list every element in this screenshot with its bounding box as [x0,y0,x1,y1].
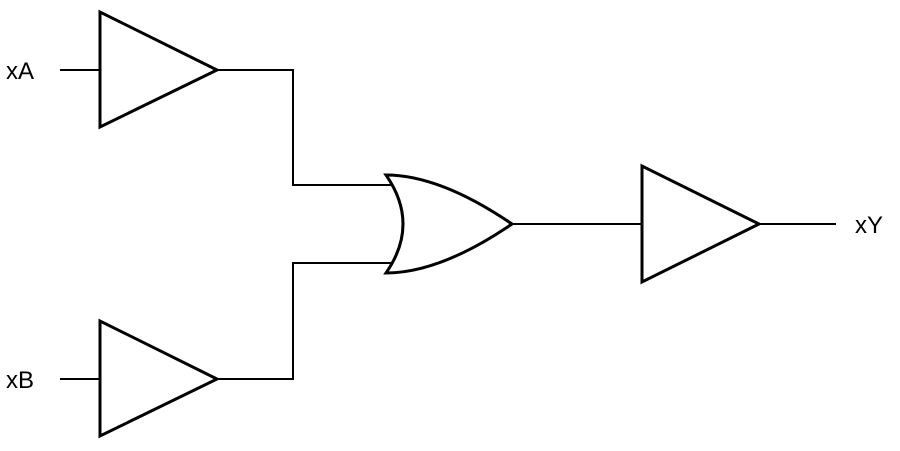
wire-buffer-b-to-or [217,262,393,380]
output-label-y: xY [855,212,883,239]
input-label-b: xB [6,367,34,394]
buffer-gate-b [98,318,221,439]
input-label-a: xA [6,58,34,85]
buffer-gate-output [640,163,763,285]
or-gate [383,173,515,275]
wire-buffer-a-to-or [217,69,393,186]
buffer-gate-a [98,9,221,130]
